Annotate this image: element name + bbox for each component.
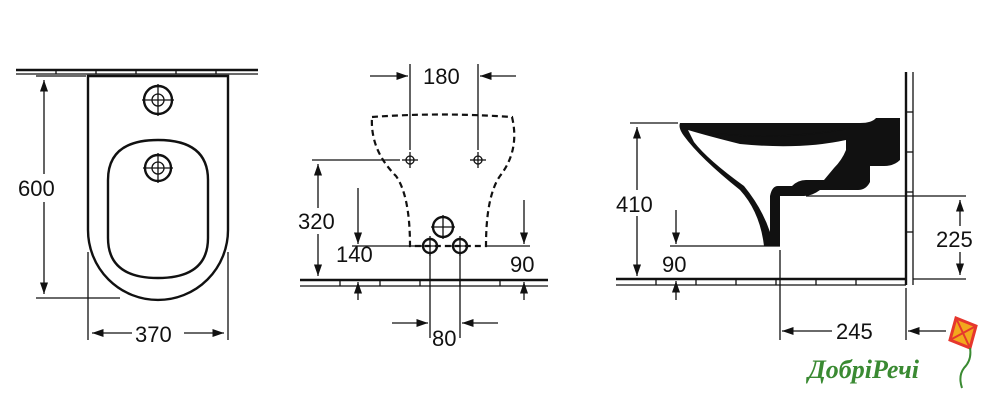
supply-right-symbol [450, 236, 470, 256]
rear-dashed-outline [370, 113, 516, 248]
bidet-inner-bowl [688, 130, 846, 232]
side-depth-label: 245 [836, 319, 873, 344]
waste-outlet-symbol [431, 215, 455, 239]
brand-logo: ДобріРечі [806, 315, 978, 389]
bidet-body-outline [86, 74, 230, 302]
rear-top-dimension [370, 64, 516, 150]
rim-line [699, 127, 851, 137]
supply-left-symbol [420, 236, 440, 256]
rear-top-spacing-label: 180 [423, 64, 460, 89]
rear-waste-height-label: 90 [510, 252, 534, 277]
side-waste-height-label: 225 [936, 227, 973, 252]
brand-logo-text: ДобріРечі [806, 355, 920, 384]
rear-view: 180 320 140 90 80 [296, 64, 548, 351]
side-view: 410 90 225 245 [614, 72, 984, 344]
kite-icon [948, 315, 978, 389]
rear-supply-spacing-dimension [392, 254, 498, 338]
rear-supply-height-label: 140 [336, 242, 373, 267]
side-floor-offset-dimension [670, 210, 780, 300]
side-depth-dimension [779, 250, 946, 340]
rear-waste-height-dimension [486, 200, 530, 300]
side-floor-offset-label: 90 [662, 252, 686, 277]
front-height-label: 600 [18, 176, 55, 201]
bidet-bowl [106, 138, 210, 280]
side-floor [616, 277, 906, 286]
rear-supply-spacing-label: 80 [432, 326, 456, 351]
front-width-label: 370 [135, 322, 172, 347]
fixing-point-left [402, 152, 418, 168]
side-wall [904, 72, 914, 285]
front-wall [16, 68, 258, 75]
drain-symbol [143, 153, 173, 183]
rear-fixing-height-label: 320 [298, 209, 335, 234]
rear-floor [300, 278, 548, 287]
fixing-point-right [470, 152, 486, 168]
rear-supply-height-dimension [352, 188, 422, 300]
side-rim-height-label: 410 [616, 192, 653, 217]
tap-hole-symbol [142, 84, 174, 116]
front-view: 600 370 [14, 68, 258, 347]
